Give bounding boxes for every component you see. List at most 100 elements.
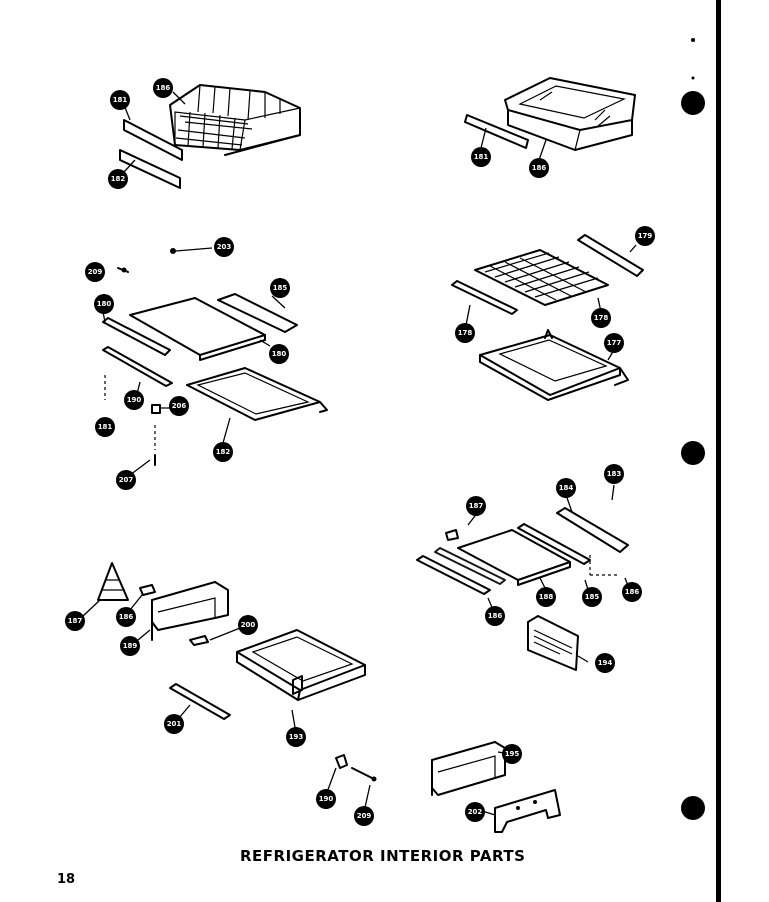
svg-text:182: 182: [111, 175, 126, 183]
callout-c16: 179: [635, 226, 655, 246]
rail-upper: [123, 119, 183, 161]
callout-c30: 189: [120, 636, 140, 656]
callout-c28: 187: [65, 611, 85, 631]
svg-text:201: 201: [167, 720, 182, 728]
callout-c20: 187: [466, 496, 486, 516]
callout-c36: 209: [354, 806, 374, 826]
callout-c13: 181: [95, 417, 115, 437]
svg-text:181: 181: [113, 96, 128, 104]
svg-text:203: 203: [217, 243, 232, 251]
svg-text:181: 181: [474, 153, 489, 161]
svg-text:186: 186: [156, 84, 171, 92]
shelf-rear-trim: [217, 293, 298, 333]
callout-c32: 201: [164, 714, 184, 734]
callout-c19: 177: [604, 333, 624, 353]
svg-text:207: 207: [119, 476, 134, 484]
callout-c11: 190: [124, 390, 144, 410]
shelf-front-trim: [102, 317, 171, 356]
callout-c27: 194: [595, 653, 615, 673]
shelf-frame: [186, 367, 328, 421]
callout-c4: 181: [471, 147, 491, 167]
binding-hole-3: [681, 796, 705, 820]
svg-text:189: 189: [123, 642, 138, 650]
svg-text:182: 182: [216, 448, 231, 456]
drawer-support-frame: [151, 581, 229, 641]
callout-c26: 186: [485, 606, 505, 626]
crisper-cover-panel: [527, 615, 579, 671]
svg-text:193: 193: [289, 733, 304, 741]
callout-c12: 206: [169, 396, 189, 416]
binding-hole-2: [681, 441, 705, 465]
svg-text:187: 187: [469, 502, 484, 510]
svg-text:186: 186: [532, 164, 547, 172]
glass-shelf-panel: [129, 297, 266, 361]
svg-text:183: 183: [607, 470, 622, 478]
svg-text:185: 185: [585, 593, 600, 601]
callout-c7: 209: [85, 262, 105, 282]
callout-c8: 180: [94, 294, 114, 314]
lower-right-side-bracket: [556, 507, 629, 553]
callout-c2: 186: [153, 78, 173, 98]
diagram-title: REFRIGERATOR INTERIOR PARTS: [240, 847, 526, 865]
callout-c6: 203: [214, 237, 234, 257]
svg-text:195: 195: [505, 750, 520, 758]
crisper-drawer: [236, 629, 366, 701]
wire-shelf-frame: [479, 329, 629, 401]
lower-right-rear-trim: [517, 523, 591, 565]
cover-plate-202: [494, 789, 561, 833]
small-clip-186: [139, 584, 156, 596]
callout-c15: 207: [116, 470, 136, 490]
wire-basket: [169, 84, 301, 156]
callout-c29: 186: [116, 607, 136, 627]
svg-text:186: 186: [488, 612, 503, 620]
speck-1: [691, 38, 695, 42]
svg-text:184: 184: [559, 484, 574, 492]
svg-text:209: 209: [357, 812, 372, 820]
egg-tray-cone: [97, 562, 129, 601]
drawer-rail-201: [169, 683, 231, 720]
svg-text:202: 202: [468, 808, 483, 816]
callout-balloons: 181 186 182 181 186 203 209 180 185 180 …: [65, 78, 655, 826]
speck-2: [691, 76, 695, 80]
callout-c37: 202: [465, 802, 485, 822]
svg-text:185: 185: [273, 284, 288, 292]
crisper-pan-upper: [504, 77, 636, 151]
callout-c1: 181: [110, 90, 130, 110]
svg-text:186: 186: [119, 613, 134, 621]
callout-c22: 183: [604, 464, 624, 484]
lower-right-clip: [445, 529, 459, 541]
wire-shelf: [474, 249, 609, 306]
lower-right-middle-trim: [434, 547, 506, 585]
shelf-lower-trim: [102, 346, 173, 387]
callout-c5: 186: [529, 158, 549, 178]
drawer-clip-200: [189, 635, 209, 646]
callout-c33: 193: [286, 727, 306, 747]
callout-c10: 180: [269, 344, 289, 364]
svg-text:180: 180: [272, 350, 287, 358]
callout-c34: 195: [502, 744, 522, 764]
page-edge-bar: [716, 0, 721, 902]
callout-c24: 185: [582, 587, 602, 607]
svg-text:209: 209: [88, 268, 103, 276]
callout-c17: 178: [455, 323, 475, 343]
callout-c3: 182: [108, 169, 128, 189]
svg-text:181: 181: [98, 423, 113, 431]
wire-shelf-rear-trim: [577, 234, 644, 277]
svg-text:177: 177: [607, 339, 622, 347]
svg-text:190: 190: [319, 795, 334, 803]
svg-text:187: 187: [68, 617, 83, 625]
svg-text:180: 180: [97, 300, 112, 308]
callout-c21: 184: [556, 478, 576, 498]
callout-c35: 190: [316, 789, 336, 809]
svg-text:206: 206: [172, 402, 187, 410]
callout-c25: 186: [622, 582, 642, 602]
page-number: 18: [57, 872, 76, 887]
svg-text:190: 190: [127, 396, 142, 404]
binding-hole-1: [681, 91, 705, 115]
callout-c9: 185: [270, 278, 290, 298]
svg-text:178: 178: [458, 329, 473, 337]
clip-190: [335, 754, 348, 769]
svg-text:178: 178: [594, 314, 609, 322]
